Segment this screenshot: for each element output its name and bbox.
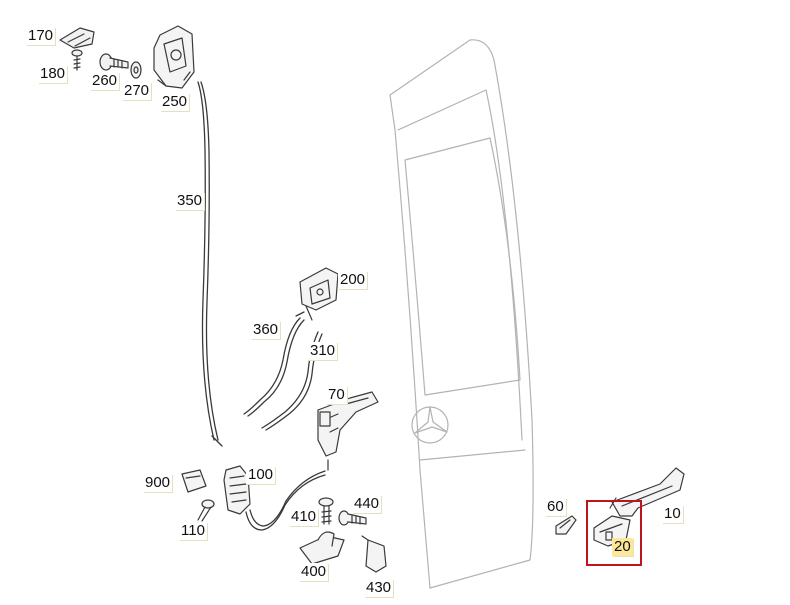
part-270 xyxy=(130,61,142,79)
part-label-250[interactable]: 250 xyxy=(160,93,190,111)
part-260 xyxy=(99,53,129,71)
part-440 xyxy=(338,510,367,526)
part-label-70[interactable]: 70 xyxy=(326,386,347,404)
rear-door xyxy=(389,39,534,589)
part-label-260[interactable]: 260 xyxy=(90,72,120,90)
part-label-170[interactable]: 170 xyxy=(26,27,56,45)
part-110 xyxy=(197,499,215,522)
part-250 xyxy=(153,25,195,89)
part-170 xyxy=(59,27,95,49)
part-label-110[interactable]: 110 xyxy=(179,522,207,540)
part-100 xyxy=(223,465,251,515)
part-label-360[interactable]: 360 xyxy=(251,321,281,339)
part-label-310[interactable]: 310 xyxy=(308,342,338,360)
part-label-410[interactable]: 410 xyxy=(289,508,319,526)
part-200 xyxy=(299,267,339,321)
part-label-270[interactable]: 270 xyxy=(122,82,152,100)
part-label-900[interactable]: 900 xyxy=(143,474,173,492)
part-70 xyxy=(317,391,379,471)
cable-main xyxy=(245,470,326,531)
part-label-200[interactable]: 200 xyxy=(338,271,368,289)
part-label-10[interactable]: 10 xyxy=(662,505,683,523)
part-label-350[interactable]: 350 xyxy=(175,192,205,210)
part-900 xyxy=(181,469,207,493)
highlight-box-20 xyxy=(586,500,642,566)
part-label-400[interactable]: 400 xyxy=(299,563,329,581)
part-label-60[interactable]: 60 xyxy=(545,498,566,516)
part-10 xyxy=(609,467,685,517)
part-label-430[interactable]: 430 xyxy=(364,579,394,597)
part-180 xyxy=(71,49,83,71)
cable-360 xyxy=(243,311,305,417)
part-label-180[interactable]: 180 xyxy=(38,65,68,83)
part-400 xyxy=(299,531,345,565)
part-60 xyxy=(555,515,577,535)
part-410 xyxy=(318,497,334,525)
part-label-20[interactable]: 20 xyxy=(612,538,633,556)
cable-350 xyxy=(197,81,223,447)
part-430 xyxy=(361,535,387,573)
part-label-440[interactable]: 440 xyxy=(352,495,382,513)
part-label-100[interactable]: 100 xyxy=(246,466,276,484)
